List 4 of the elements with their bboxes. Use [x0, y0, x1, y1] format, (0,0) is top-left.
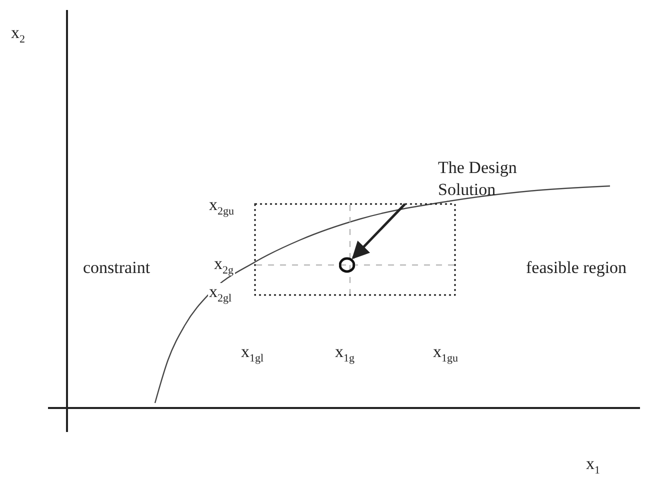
arrow	[352, 203, 406, 260]
annotation-text: The Design Solution	[438, 157, 548, 203]
region-label: feasible region	[525, 259, 628, 278]
bound-label: x$_{2gl}$	[208, 283, 233, 304]
